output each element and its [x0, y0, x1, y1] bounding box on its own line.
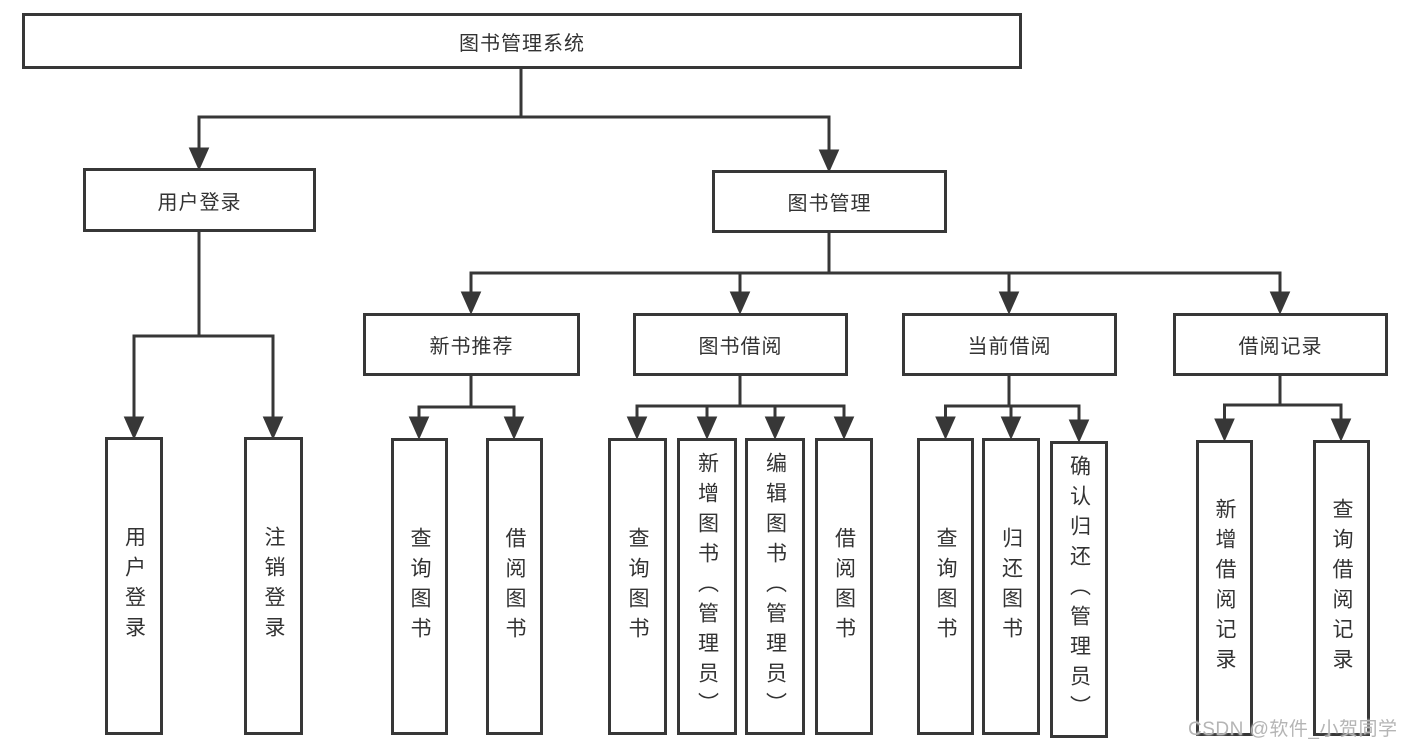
node-current-borrow-label: 当前借阅 [967, 336, 1052, 358]
watermark: CSDN @软件_小贺同学 [1188, 719, 1398, 740]
leaf-borrow-books-1-label: 借阅图书 [503, 526, 526, 647]
leaf-edit-book-admin: 编辑图书（管理员） [745, 438, 805, 735]
leaf-borrow-books-2: 借阅图书 [815, 438, 873, 735]
leaf-query-books-1: 查询图书 [391, 438, 448, 735]
leaf-add-borrow-record: 新增借阅记录 [1196, 440, 1253, 736]
leaf-borrow-books-2-label: 借阅图书 [832, 526, 856, 647]
node-book-management-label: 图书管理 [787, 193, 872, 215]
node-borrow-records-label: 借阅记录 [1238, 336, 1323, 358]
leaf-borrow-books-1: 借阅图书 [486, 438, 543, 735]
leaf-add-borrow-record-label: 新增借阅记录 [1213, 498, 1236, 678]
leaf-query-books-3-label: 查询图书 [934, 526, 957, 647]
node-user-login: 用户登录 [83, 168, 316, 232]
node-current-borrow: 当前借阅 [902, 313, 1117, 376]
leaf-logout-label: 注销登录 [262, 526, 285, 646]
leaf-query-books-2-label: 查询图书 [626, 526, 649, 647]
leaf-edit-book-admin-label: 编辑图书（管理员） [763, 451, 787, 722]
connector-borrow-records-branch [1214, 376, 1352, 442]
leaf-query-books-3: 查询图书 [917, 438, 974, 735]
node-user-login-label: 用户登录 [157, 191, 242, 214]
connector-new-book-branch [408, 376, 525, 440]
node-root: 图书管理系统 [22, 13, 1022, 69]
leaf-add-book-admin: 新增图书（管理员） [677, 438, 737, 735]
leaf-return-book: 归还图书 [982, 438, 1040, 735]
leaf-user-login-label: 用户登录 [122, 526, 146, 646]
node-book-borrow-label: 图书借阅 [698, 336, 783, 358]
leaf-logout: 注销登录 [244, 437, 303, 735]
leaf-confirm-return-admin-label: 确认归还（管理员） [1067, 454, 1091, 725]
leaf-user-login: 用户登录 [105, 437, 163, 735]
connector-user-login-branch [123, 232, 284, 440]
node-root-label: 图书管理系统 [459, 32, 585, 55]
connector-root-to-level2 [188, 69, 840, 173]
node-borrow-records: 借阅记录 [1173, 313, 1388, 376]
leaf-add-book-admin-label: 新增图书（管理员） [695, 451, 719, 722]
connector-book-borrow-branch [626, 376, 855, 440]
node-new-book-recommend-label: 新书推荐 [429, 336, 514, 358]
leaf-confirm-return-admin: 确认归还（管理员） [1050, 441, 1108, 738]
node-new-book-recommend: 新书推荐 [363, 313, 580, 376]
connector-book-management-branch [460, 233, 1291, 315]
leaf-query-books-1-label: 查询图书 [408, 526, 431, 647]
node-book-borrow: 图书借阅 [633, 313, 848, 376]
leaf-query-books-2: 查询图书 [608, 438, 667, 735]
leaf-query-borrow-record: 查询借阅记录 [1313, 440, 1370, 736]
leaf-query-borrow-record-label: 查询借阅记录 [1330, 498, 1353, 678]
leaf-return-book-label: 归还图书 [999, 526, 1023, 647]
node-book-management: 图书管理 [712, 170, 947, 233]
connector-current-borrow-branch [935, 376, 1090, 443]
